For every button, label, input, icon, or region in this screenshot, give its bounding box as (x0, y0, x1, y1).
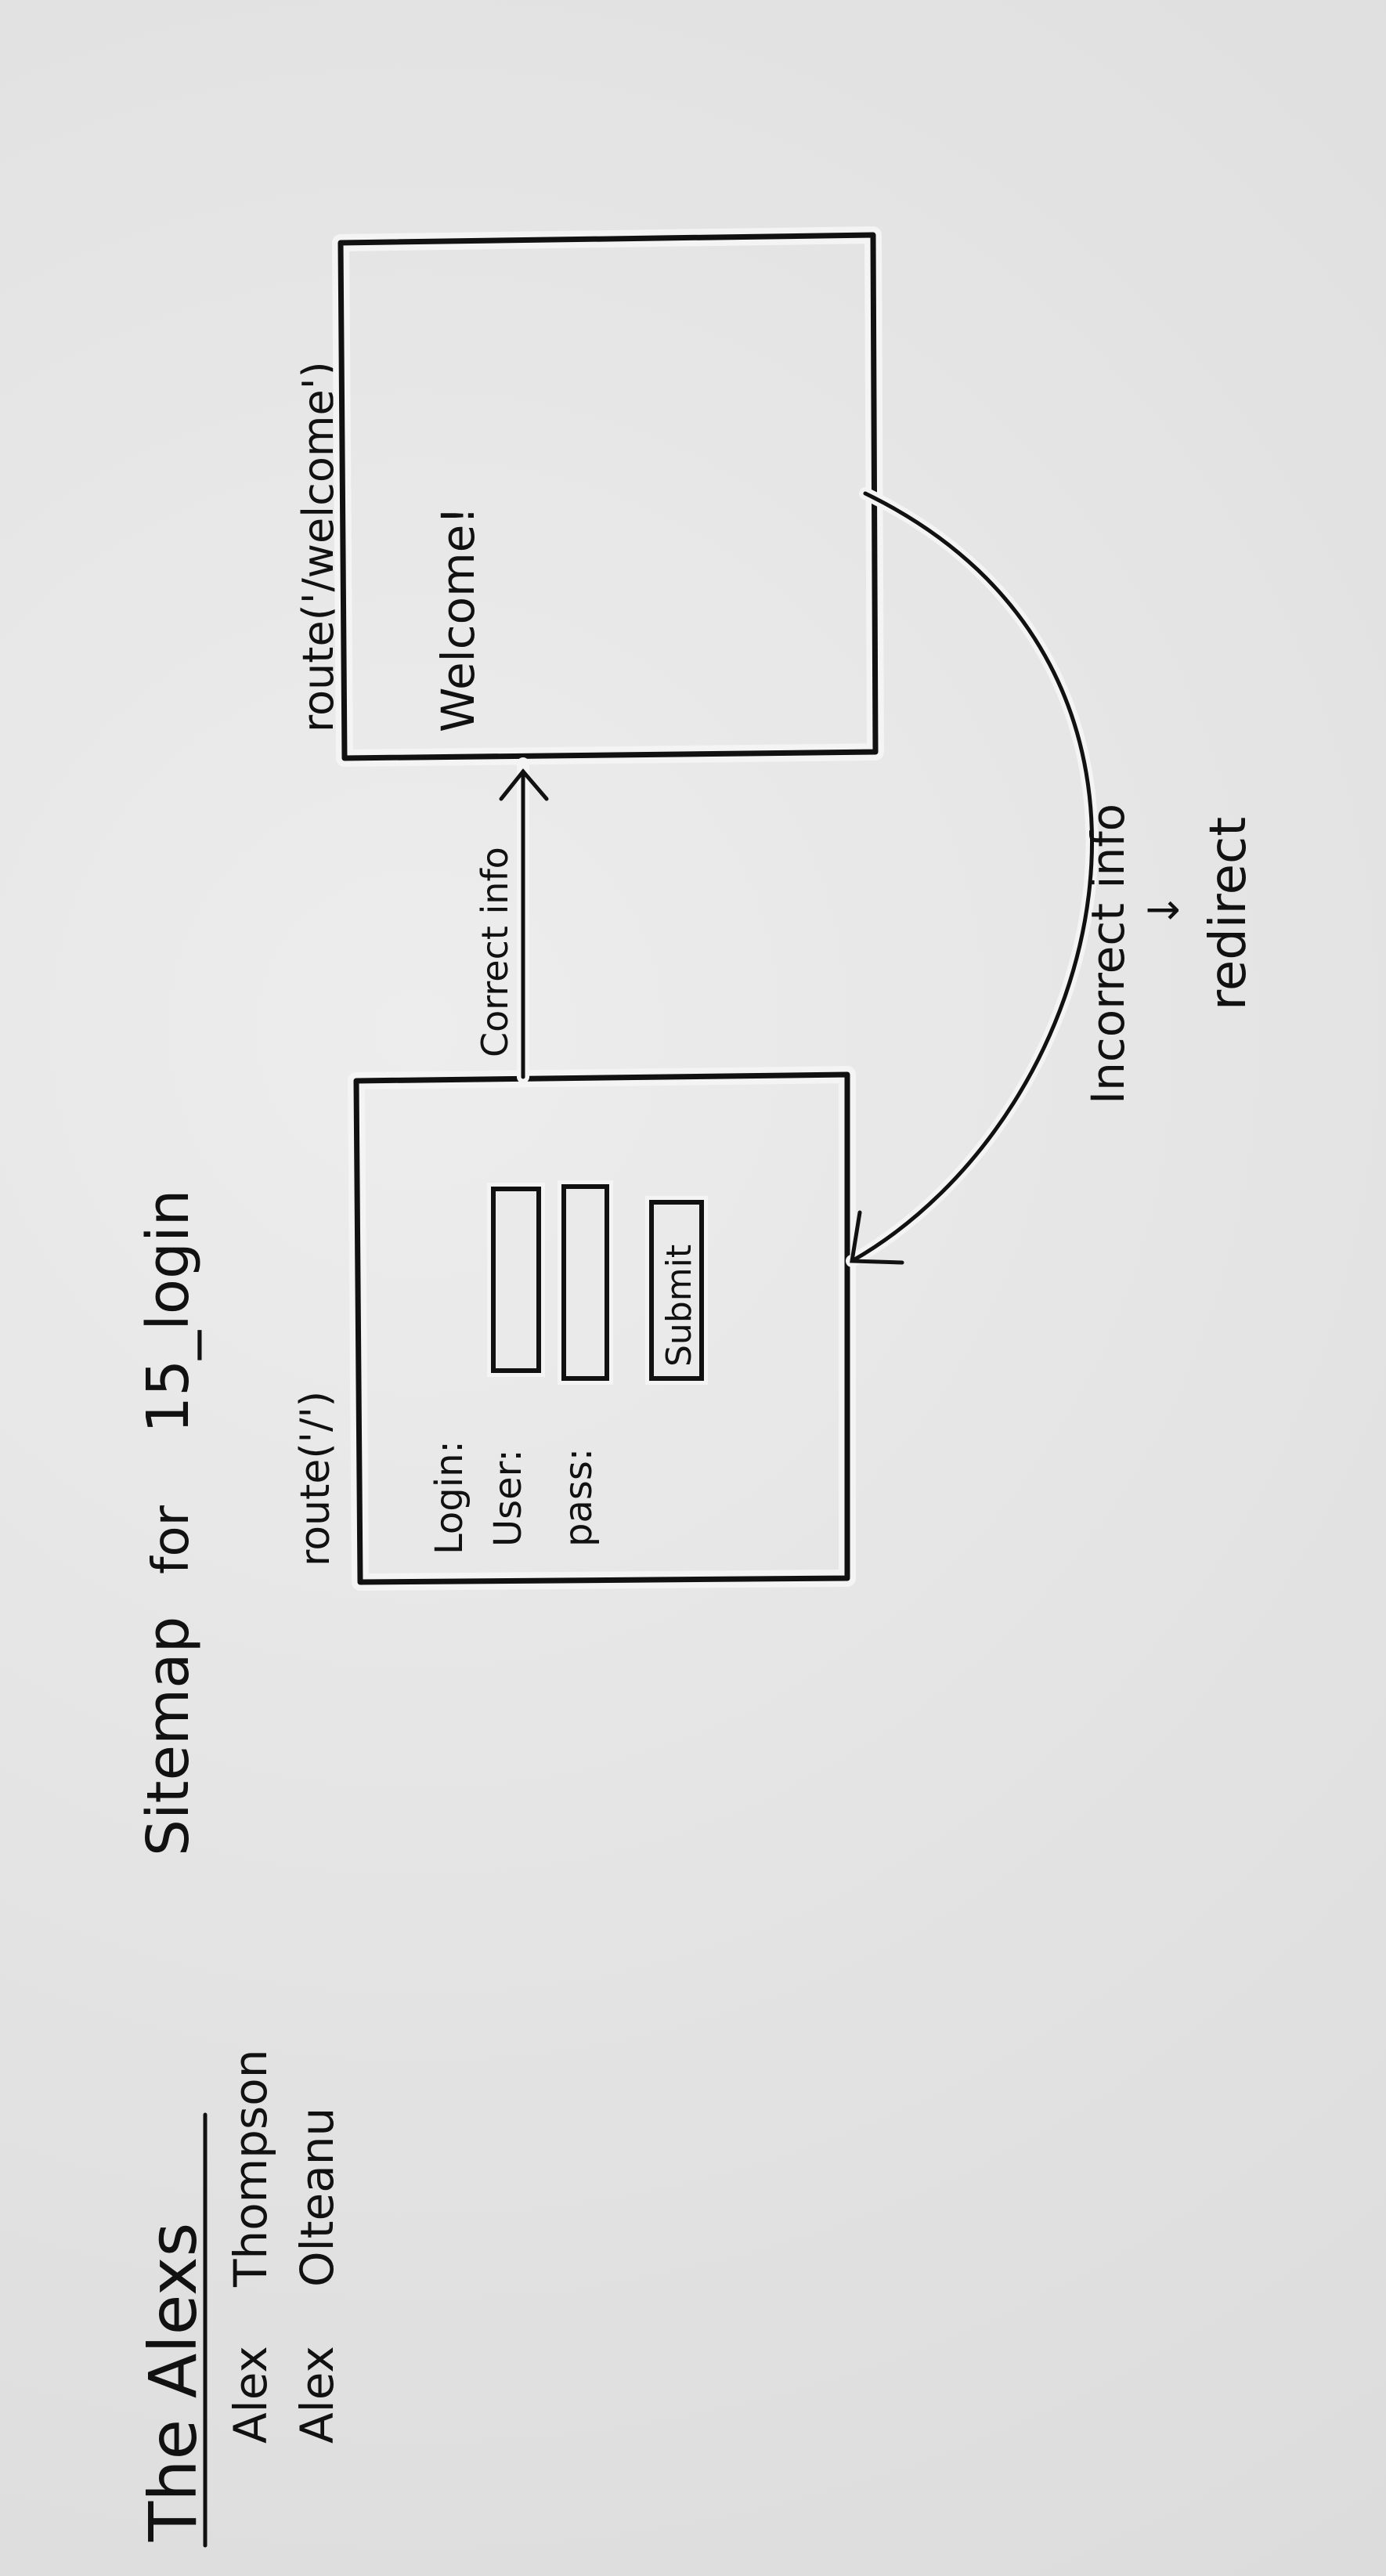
welcome-text: Welcome! (431, 506, 485, 732)
edge-correct: Correct info (474, 757, 549, 1083)
pass-label: pass: (557, 1448, 601, 1547)
login-heading: Login: (428, 1440, 471, 1555)
welcome-page-box (337, 232, 879, 761)
heading: Sitemap for 15_login (135, 1190, 202, 1856)
member-2-first: Alex (291, 2346, 344, 2444)
project-name: 15_login (135, 1190, 202, 1433)
member-2-last: Olteanu (291, 2108, 344, 2287)
incorrect-arrowhead (850, 1210, 904, 1265)
pass-input-sketch (561, 1184, 609, 1381)
edge-incorrect: Incorrect info ↓ redirect (846, 487, 1258, 1267)
redirect-label: redirect (1200, 817, 1258, 1010)
user-label: User: (486, 1449, 530, 1547)
title-for: for (143, 1505, 200, 1574)
welcome-page-node: route('/welcome') Welcome! (294, 226, 884, 767)
login-page-box (353, 1071, 850, 1585)
team-block: The Alexs Alex Thompson Alex Olteanu (135, 2050, 344, 2548)
incorrect-arrow-curve (850, 491, 1094, 1263)
member-1-first: Alex (224, 2346, 277, 2444)
team-name: The Alexs (135, 2223, 211, 2542)
user-input-sketch (491, 1187, 541, 1373)
submit-label: Submit (659, 1245, 699, 1367)
login-route-label: route('/') (292, 1391, 339, 1566)
member-1-last: Thompson (224, 2050, 277, 2288)
correct-arrowhead (499, 768, 549, 801)
diagram-title: Sitemap (135, 1617, 202, 1856)
correct-info-label: Correct info (474, 847, 516, 1057)
login-page-node: route('/') Login: User: pass: Submit (292, 1066, 856, 1591)
submit-button-sketch (649, 1200, 704, 1381)
incorrect-info-label: Incorrect info (1081, 804, 1135, 1104)
redirect-arrow-glyph: ↓ (1139, 893, 1189, 928)
